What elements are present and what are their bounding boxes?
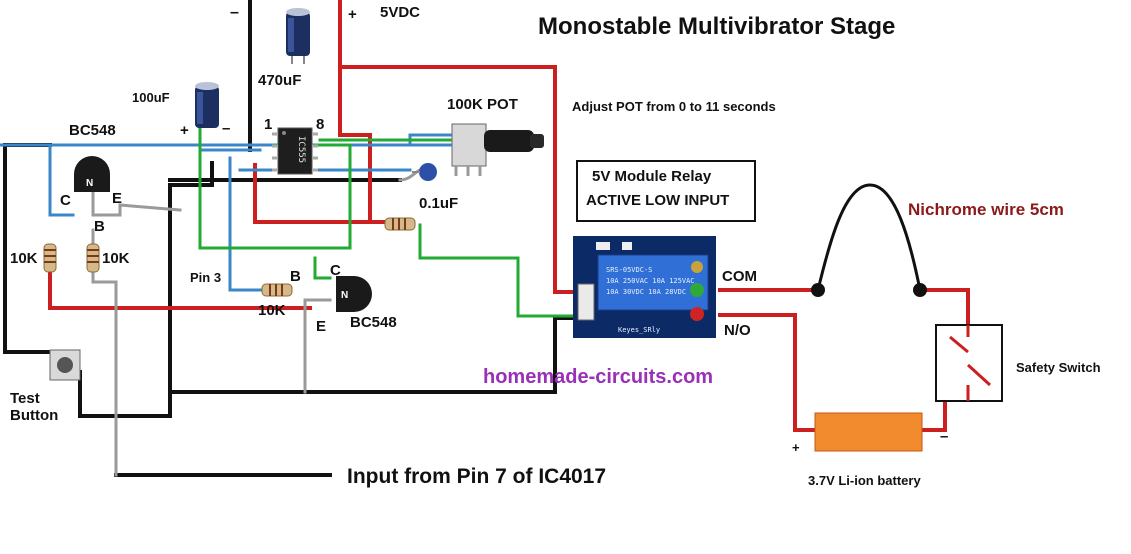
ic-pin8-label: 8 bbox=[316, 116, 325, 133]
nichrome-terminal-left bbox=[811, 283, 825, 297]
capacitor-100uf-plus: + bbox=[180, 122, 189, 139]
resistor-r1-label: 10K bbox=[10, 250, 38, 267]
supply-plus: + bbox=[348, 6, 357, 23]
nichrome-label: Nichrome wire 5cm bbox=[908, 200, 1064, 219]
battery-plus: + bbox=[792, 440, 800, 455]
transistor-2-c: C bbox=[330, 262, 341, 279]
svg-text:N: N bbox=[86, 178, 93, 189]
pot-adjust-note: Adjust POT from 0 to 11 seconds bbox=[572, 99, 776, 114]
nichrome-terminal-right bbox=[913, 283, 927, 297]
safety-switch-label: Safety Switch bbox=[1016, 360, 1101, 375]
svg-text:N: N bbox=[341, 290, 348, 301]
transistor-1-c: C bbox=[60, 192, 71, 209]
ic555-marking: IC555 bbox=[296, 136, 306, 163]
test-button-label-2: Button bbox=[10, 407, 59, 424]
transistor-2-b: B bbox=[290, 268, 301, 285]
emitter-wires bbox=[91, 168, 422, 477]
output-wires bbox=[198, 126, 577, 318]
relay-board-text-2: 10A 250VAC 10A 125VAC bbox=[606, 277, 695, 285]
li-ion-battery bbox=[814, 412, 923, 452]
capacitor-100uf-minus: – bbox=[222, 120, 231, 137]
transistor-2-name: BC548 bbox=[350, 314, 397, 331]
website-watermark: homemade-circuits.com bbox=[483, 366, 714, 388]
resistor-timing bbox=[384, 217, 416, 231]
capacitor-470uf-label: 470uF bbox=[258, 72, 302, 89]
relay-board-text-1: SRS-05VDC-S bbox=[606, 266, 652, 274]
supply-voltage: 5VDC bbox=[380, 4, 421, 21]
relay-module: SRS-05VDC-S 10A 250VAC 10A 125VAC 10A 30… bbox=[573, 236, 716, 338]
capacitor-100uf bbox=[195, 82, 219, 128]
ground-wires bbox=[3, 0, 922, 477]
capacitor-0-1uf-label: 0.1uF bbox=[419, 195, 459, 212]
transistor-1-b: B bbox=[94, 218, 105, 235]
trigger-wires bbox=[0, 133, 457, 292]
pin3-label: Pin 3 bbox=[190, 270, 222, 285]
capacitor-470uf bbox=[286, 8, 310, 64]
battery-minus: – bbox=[940, 428, 949, 445]
capacitor-100uf-label: 100uF bbox=[132, 90, 170, 105]
relay-brand: Keyes_SRly bbox=[618, 326, 660, 334]
diagram-title: Monostable Multivibrator Stage bbox=[538, 13, 896, 40]
resistor-r3 bbox=[261, 283, 293, 297]
resistor-r1 bbox=[43, 243, 57, 273]
transistor-2-e: E bbox=[316, 318, 327, 335]
test-push-button[interactable] bbox=[49, 349, 81, 381]
safety-switch bbox=[935, 324, 1003, 402]
resistor-r3-label: 10K bbox=[258, 302, 286, 319]
relay-info-box: 5V Module Relay ACTIVE LOW INPUT bbox=[576, 160, 756, 222]
ic555-chip: IC555 bbox=[272, 127, 318, 175]
transistor-1-e: E bbox=[112, 190, 123, 207]
relay-board-text-3: 10A 30VDC 10A 28VDC bbox=[606, 288, 686, 296]
supply-wires bbox=[48, 0, 970, 432]
capacitor-0-1uf bbox=[412, 163, 437, 181]
pot-label: 100K POT bbox=[447, 96, 518, 113]
resistor-r2-label: 10K bbox=[102, 250, 130, 267]
ic-pin1-label: 1 bbox=[264, 116, 273, 133]
input-label: Input from Pin 7 of IC4017 bbox=[347, 465, 607, 488]
supply-minus: – bbox=[230, 4, 239, 21]
resistor-r2 bbox=[86, 243, 100, 273]
relay-com-label: COM bbox=[722, 268, 757, 285]
relay-no-label: N/O bbox=[724, 322, 751, 339]
transistor-bc548-2: N bbox=[336, 276, 372, 312]
relay-line-2: ACTIVE LOW INPUT bbox=[586, 192, 730, 209]
battery-label: 3.7V Li-ion battery bbox=[808, 473, 921, 488]
test-button-label-1: Test bbox=[10, 390, 40, 407]
relay-line-1: 5V Module Relay bbox=[592, 168, 712, 185]
transistor-bc548-1: N bbox=[74, 156, 110, 192]
potentiometer-100k bbox=[451, 123, 544, 176]
transistor-1-name: BC548 bbox=[69, 122, 116, 139]
